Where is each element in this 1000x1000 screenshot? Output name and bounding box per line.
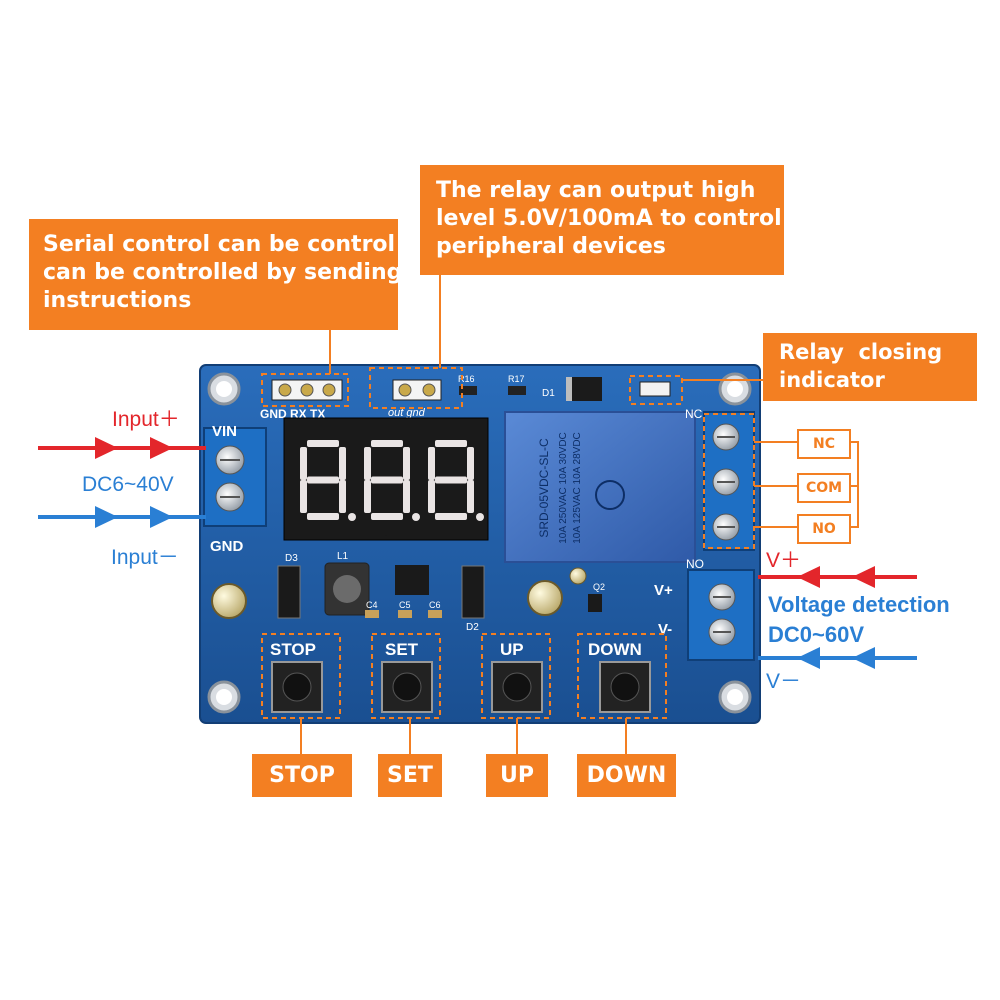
relay-rating-2: 10A 125VAC 10A 28VDC (572, 432, 583, 544)
segment (371, 513, 403, 520)
stop-silk: STOP (270, 640, 316, 659)
detection-range-label: DC0~60V (768, 622, 865, 647)
mounting-holes (207, 372, 752, 714)
decimal-point (348, 513, 356, 521)
seven-segment-display: 8.8.8. (283, 417, 489, 541)
segment (300, 447, 307, 480)
down-silk: DOWN (588, 640, 642, 659)
serial-header: GND RX TX (260, 379, 343, 421)
segment (435, 513, 467, 520)
vplus-silk: V+ (654, 582, 673, 599)
ref-l1: L1 (337, 551, 349, 562)
segment (371, 440, 403, 447)
set-silk: SET (385, 640, 419, 659)
down-tag: DOWN (577, 754, 676, 797)
relay-output-callout: The relay can output high level 5.0V/100… (420, 165, 784, 275)
serial-callout-line-1: Serial control can be control (43, 232, 396, 257)
relay-indicator-callout: Relay closing indicator (763, 333, 977, 401)
ref-q2: Q2 (593, 582, 605, 592)
relay-model: SRD-05VDC-SL-C (537, 438, 551, 538)
stop-switch[interactable]: STOP (270, 640, 323, 713)
down-switch[interactable]: DOWN (588, 640, 651, 713)
segment (300, 480, 307, 513)
set-tag: SET (378, 754, 442, 797)
input-plus-wire (38, 437, 206, 459)
detection-title-label: Voltage detection (768, 592, 950, 617)
segment (307, 513, 339, 520)
relay-callout-line-3: peripheral devices (436, 234, 666, 259)
segment (435, 440, 467, 447)
segment (307, 476, 339, 484)
segment (339, 480, 346, 513)
relay: SRD-05VDC-SL-C 10A 250VAC 10A 30VDC 10A … (504, 411, 696, 563)
ref-c6: C6 (429, 600, 441, 610)
input-plus-label: Input＋ (112, 408, 180, 431)
ref-r16: R16 (458, 374, 475, 384)
components: D3 L1 C4 C5 C6 D2 Q2 (211, 551, 605, 633)
com-tag: COM (797, 473, 851, 503)
out-header-silk: out gnd (388, 407, 426, 419)
decimal-point (412, 513, 420, 521)
detection-terminal: V+ V- (654, 569, 755, 661)
indicator-callout-line-2: indicator (779, 368, 885, 392)
relay-callout-line-2: level 5.0V/100mA to control (436, 206, 782, 231)
serial-callout-line-3: instructions (43, 288, 192, 313)
input-minus-label: Input－ (111, 546, 179, 569)
no-tag: NO (797, 514, 851, 544)
detection-minus-label: V－ (766, 670, 802, 693)
out-header: out gnd (388, 379, 442, 419)
leader-lines (300, 275, 859, 754)
segment (364, 480, 371, 513)
detection-plus-wire (758, 566, 917, 588)
detection-minus-wire (758, 647, 917, 669)
input-minus-wire (38, 506, 206, 528)
gnd-silk: GND (210, 538, 244, 555)
ref-c4: C4 (366, 600, 378, 610)
nc-tag: NC (797, 429, 851, 459)
ref-r17: R17 (508, 374, 525, 384)
nc-silk: NC (685, 407, 703, 421)
relay-logo (595, 480, 625, 510)
display-value: 8.8.8. (385, 535, 389, 537)
ref-d2: D2 (466, 622, 479, 633)
ref-d1: D1 (542, 388, 555, 399)
pcb-board: GND RX TX out gnd R16 R17 D1 VIN GND (199, 364, 761, 724)
segment (467, 447, 474, 480)
segment (307, 440, 339, 447)
up-tag: UP (486, 754, 548, 797)
ref-c5: C5 (399, 600, 411, 610)
segment (403, 447, 410, 480)
input-range-label: DC6~40V (82, 473, 174, 496)
relay-callout-line-1: The relay can output high (436, 178, 756, 203)
capacitor-left (211, 583, 247, 619)
no-silk: NO (686, 557, 704, 571)
segment (371, 476, 403, 484)
segment (403, 480, 410, 513)
vin-terminal: VIN GND (203, 423, 267, 555)
ref-d3: D3 (285, 553, 298, 564)
stop-tag: STOP (252, 754, 352, 797)
vminus-silk: V- (658, 621, 672, 638)
serial-control-callout: Serial control can be control can be con… (29, 219, 403, 330)
relay-terminal: NC NO (685, 407, 755, 571)
segment (435, 476, 467, 484)
serial-callout-line-2: can be controlled by sending (43, 260, 403, 285)
segment (428, 480, 435, 513)
decimal-point (476, 513, 484, 521)
set-switch[interactable]: SET (381, 640, 433, 713)
display-digits (300, 440, 484, 521)
board-buttons: STOP SET UP DOWN (270, 640, 651, 713)
segment (428, 447, 435, 480)
segment (339, 447, 346, 480)
vin-silk: VIN (212, 423, 237, 440)
segment (364, 447, 371, 480)
up-silk: UP (500, 640, 524, 659)
relay-rating-1: 10A 250VAC 10A 30VDC (558, 432, 569, 544)
capacitor-right (527, 580, 563, 616)
indicator-callout-line-1: Relay closing (779, 340, 943, 364)
up-switch[interactable]: UP (491, 640, 543, 713)
detection-plus-label: V＋ (766, 549, 802, 572)
segment (467, 480, 474, 513)
